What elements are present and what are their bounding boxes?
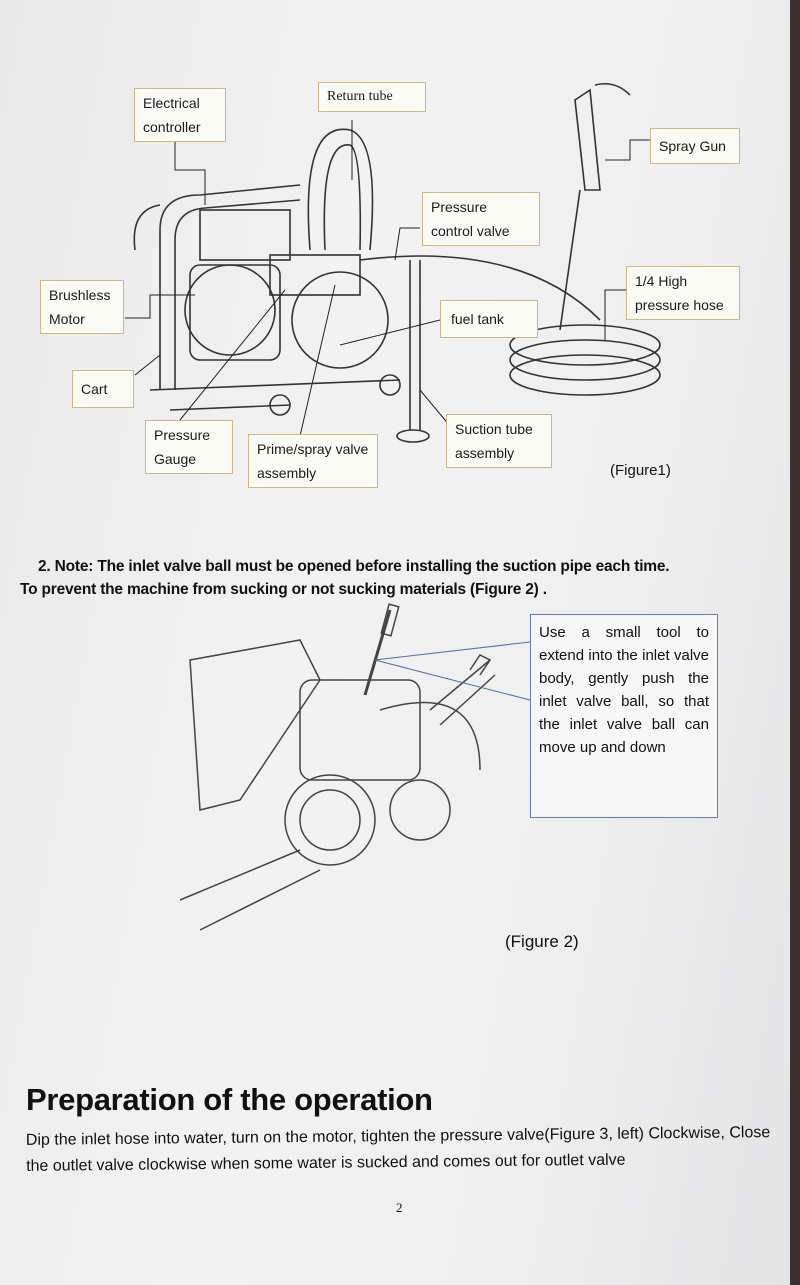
section-title: Preparation of the operation bbox=[26, 1082, 433, 1117]
label-high-pressure-hose: 1/4 High pressure hose bbox=[626, 266, 740, 320]
label-fuel-tank: fuel tank bbox=[440, 300, 538, 338]
note-line-1: 2. Note: The inlet valve ball must be op… bbox=[38, 558, 670, 575]
label-return-tube: Return tube bbox=[318, 82, 426, 112]
note-paragraph: 2. Note: The inlet valve ball must be op… bbox=[20, 555, 670, 601]
label-cart: Cart bbox=[72, 370, 134, 408]
figure2-caption: (Figure 2) bbox=[505, 932, 579, 951]
figure2-valve-illustration bbox=[180, 603, 531, 931]
figure1-caption: (Figure1) bbox=[610, 462, 671, 479]
figure2-callout: Use a small tool to extend into the inle… bbox=[530, 614, 718, 818]
label-electrical-controller: Electrical controller bbox=[134, 88, 226, 142]
page-number: 2 bbox=[396, 1200, 403, 1215]
note-line-2: To prevent the machine from sucking or n… bbox=[20, 581, 547, 598]
label-brushless-motor: Brushless Motor bbox=[40, 280, 124, 334]
label-spray-gun: Spray Gun bbox=[650, 128, 740, 164]
label-prime-spray-valve: Prime/spray valve assembly bbox=[248, 434, 378, 488]
label-pressure-gauge: Pressure Gauge bbox=[145, 420, 233, 474]
label-pressure-control-valve: Pressure control valve bbox=[422, 192, 540, 246]
section-body: Dip the inlet hose into water, turn on t… bbox=[25, 1124, 771, 1175]
label-suction-tube: Suction tube assembly bbox=[446, 414, 552, 468]
